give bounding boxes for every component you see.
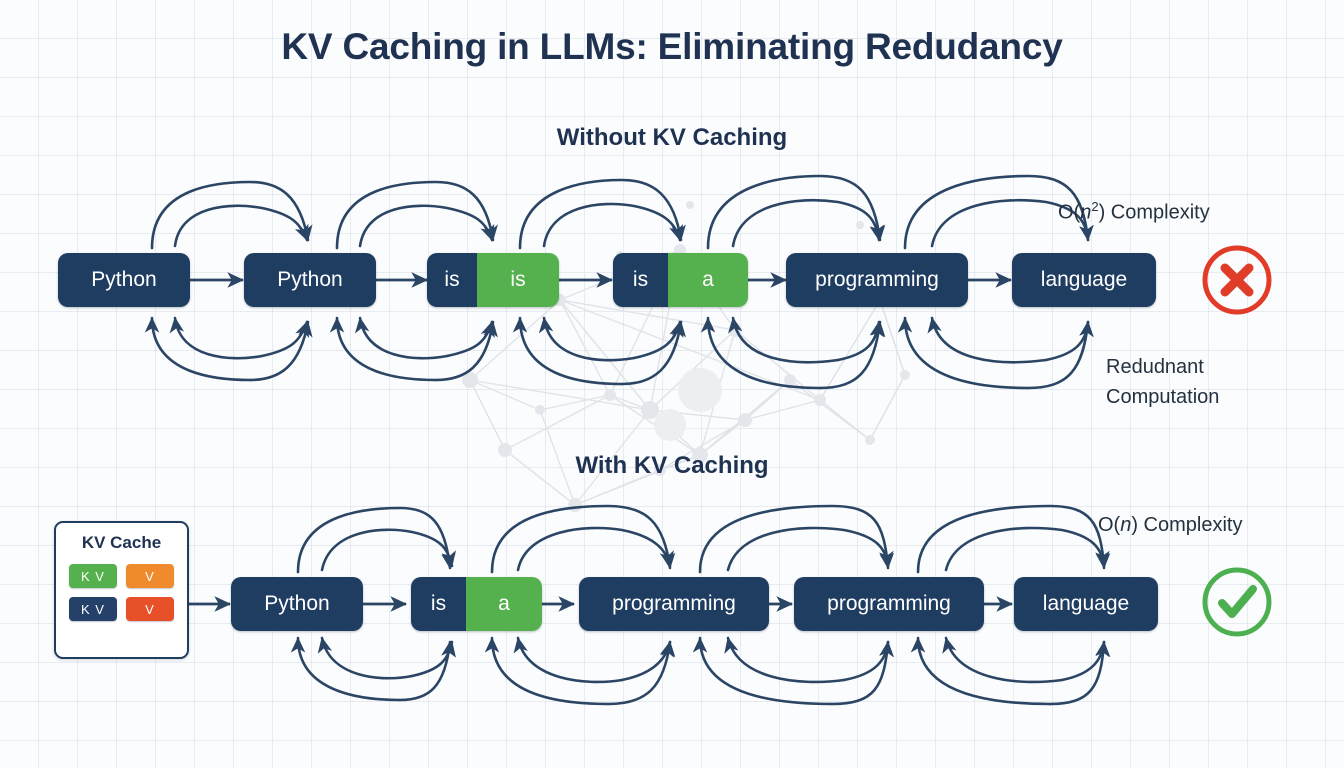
- token-box[interactable]: is a: [613, 253, 748, 307]
- token-segment-new: a: [466, 577, 542, 631]
- kv-cache-chips: K V V K V V: [69, 564, 174, 621]
- token-segment-recomputed: a: [668, 253, 748, 307]
- token-box[interactable]: Python: [58, 253, 190, 307]
- check-circle-icon: [1202, 567, 1272, 637]
- token-segment: language: [1014, 577, 1158, 631]
- token-segment-recomputed: is: [477, 253, 559, 307]
- cache-chip-kv: K V: [69, 597, 117, 621]
- complexity-variable: n: [1120, 514, 1132, 536]
- cache-chip-kv: K V: [69, 564, 117, 588]
- token-segment: Python: [244, 253, 376, 307]
- token-box[interactable]: language: [1012, 253, 1156, 307]
- complexity-exponent: 2: [1091, 199, 1099, 214]
- section-heading-without: Without KV Caching: [556, 124, 788, 151]
- token-box[interactable]: programming: [579, 577, 769, 631]
- kv-cache-title: KV Cache: [81, 533, 162, 552]
- token-box[interactable]: Python: [244, 253, 376, 307]
- complexity-note-without: O(n2) Complexity: [1058, 199, 1210, 224]
- token-segment: programming: [786, 253, 968, 307]
- token-segment: programming: [579, 577, 769, 631]
- token-segment: Python: [231, 577, 363, 631]
- cross-circle-icon: [1202, 245, 1272, 315]
- section-heading-with: With KV Caching: [575, 452, 769, 479]
- page-title: KV Caching in LLMs: Eliminating Redudanc…: [281, 26, 1063, 67]
- cache-chip-v: V: [126, 564, 174, 588]
- token-box[interactable]: programming: [794, 577, 984, 631]
- token-box[interactable]: programming: [786, 253, 968, 307]
- token-segment: Python: [58, 253, 190, 307]
- token-box[interactable]: is a: [411, 577, 542, 631]
- cache-chip-v: V: [126, 597, 174, 621]
- complexity-note-with: O(n) Complexity: [1098, 514, 1243, 536]
- token-box[interactable]: language: [1014, 577, 1158, 631]
- kv-cache-panel[interactable]: KV Cache K V V K V V: [54, 521, 189, 659]
- token-segment-cached: is: [411, 577, 466, 631]
- token-segment: language: [1012, 253, 1156, 307]
- token-segment-cached: is: [427, 253, 477, 307]
- token-segment-cached: is: [613, 253, 668, 307]
- complexity-variable: n: [1080, 201, 1092, 224]
- token-box[interactable]: is is: [427, 253, 559, 307]
- redundant-computation-note: Redudnant Computation: [1106, 356, 1220, 408]
- token-box[interactable]: Python: [231, 577, 363, 631]
- token-segment: programming: [794, 577, 984, 631]
